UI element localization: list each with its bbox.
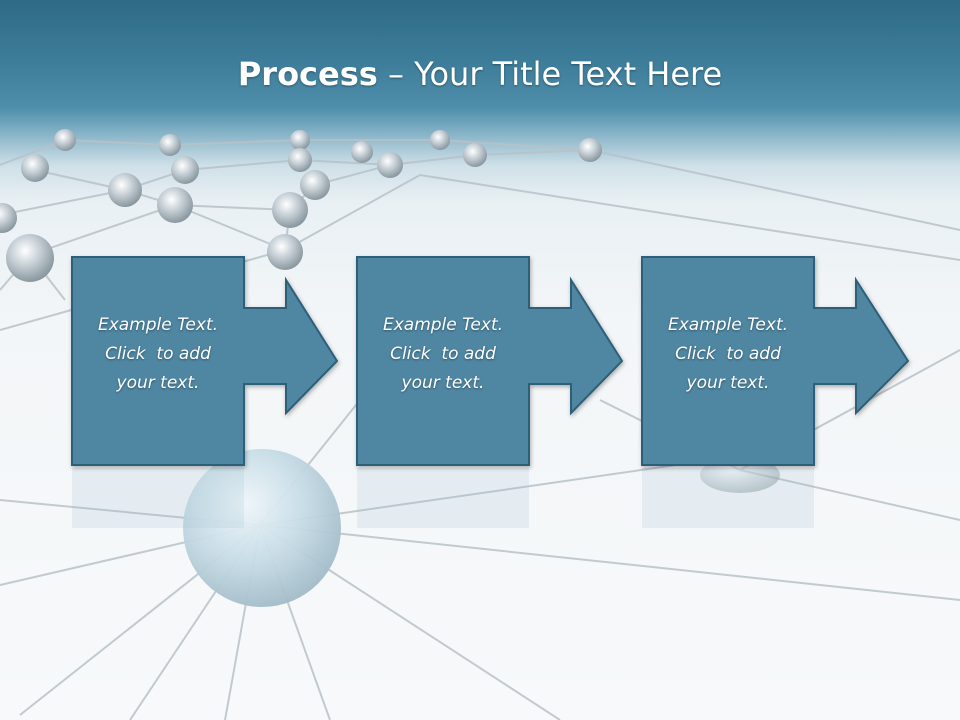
process-step-2-text[interactable]: Example Text. Click to add your text. (357, 311, 529, 398)
process-step-2-arrow[interactable] (356, 256, 624, 466)
step-line-1: Example Text. (97, 315, 219, 335)
step-line-3: your text. (116, 373, 200, 393)
title-bold-part: Process (237, 55, 378, 93)
step-line-1: Example Text. (382, 315, 504, 335)
page-title[interactable]: Process – Your Title Text Here (0, 52, 960, 96)
step-line-1: Example Text. (667, 315, 789, 335)
process-step-1-arrow[interactable] (71, 256, 339, 466)
step-line-2: Click to add (390, 344, 496, 364)
process-step-1-text[interactable]: Example Text. Click to add your text. (72, 311, 244, 398)
process-step-3-text[interactable]: Example Text. Click to add your text. (642, 311, 814, 398)
process-step-3-arrow[interactable] (641, 256, 910, 466)
title-rest-part: – Your Title Text Here (377, 55, 723, 93)
step-line-2: Click to add (675, 344, 781, 364)
step-line-3: your text. (401, 373, 485, 393)
step-line-3: your text. (686, 373, 770, 393)
step-line-2: Click to add (105, 344, 211, 364)
